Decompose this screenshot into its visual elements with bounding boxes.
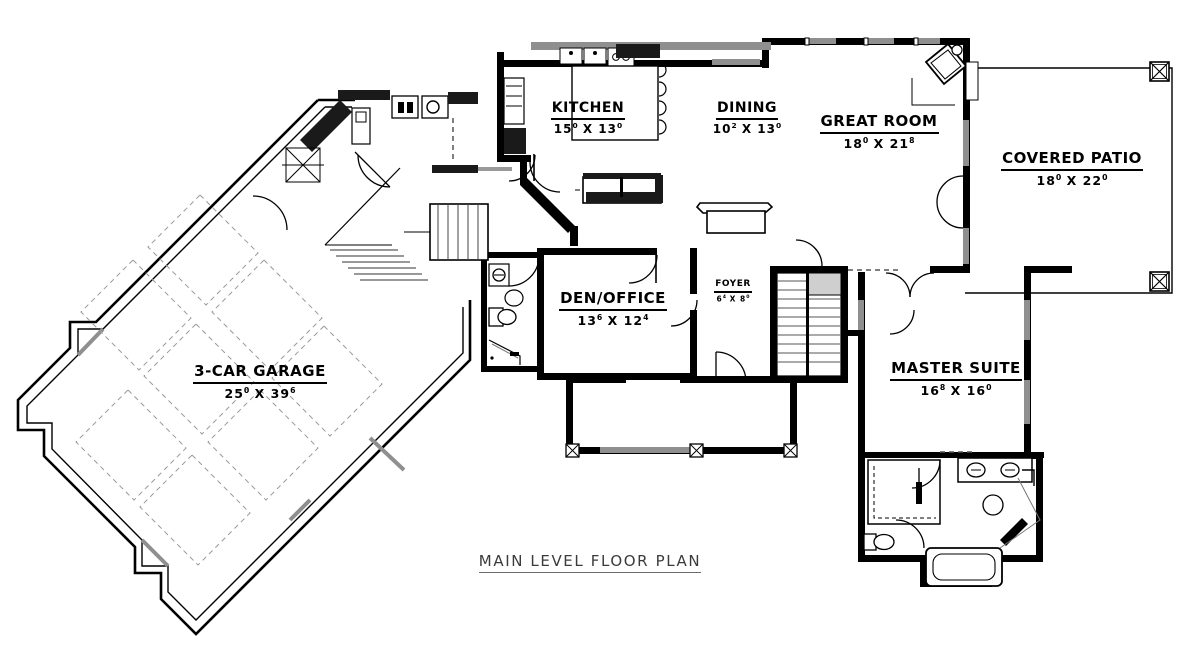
plan-title: MAIN LEVEL FLOOR PLAN (0, 552, 1180, 573)
room-name-covered-patio: COVERED PATIO (1001, 149, 1143, 171)
laundry-appliances (282, 90, 512, 183)
room-name-great-room: GREAT ROOM (819, 112, 939, 134)
garage-door-openings (76, 327, 406, 568)
dashed-opening-lines (452, 118, 975, 453)
powder-room-fixtures (488, 263, 524, 365)
plan-title-text: MAIN LEVEL FLOOR PLAN (478, 552, 702, 573)
patio-post-ne-icon (1149, 61, 1170, 82)
room-label-foyer: FOYER 64 X 80 (698, 272, 768, 304)
room-label-covered-patio: COVERED PATIO 180 X 220 (972, 149, 1172, 189)
corner-fireplace-icon (911, 42, 968, 106)
door-swings (252, 151, 964, 549)
room-dim-foyer: 64 X 80 (716, 294, 750, 304)
porch-posts (565, 443, 798, 458)
room-name-den-office: DEN/OFFICE (559, 289, 667, 311)
covered-patio-outline (965, 67, 1173, 294)
garage-stair-run (429, 203, 489, 261)
room-name-foyer: FOYER (714, 279, 752, 293)
room-dim-garage: 250 X 396 (224, 385, 296, 401)
room-name-kitchen: KITCHEN (550, 100, 626, 120)
room-label-dining: DINING 102 X 130 (677, 98, 817, 136)
master-bath-fixtures (863, 457, 1041, 587)
window-frames (804, 37, 979, 101)
room-dim-dining: 102 X 130 (712, 120, 782, 136)
kitchen-casework (503, 42, 771, 154)
room-name-master-suite: MASTER SUITE (890, 359, 1022, 381)
room-dim-great-room: 180 X 218 (843, 135, 915, 151)
room-label-great-room: GREAT ROOM 180 X 218 (789, 112, 969, 152)
room-dim-master-suite: 168 X 160 (920, 382, 992, 398)
garage-entry-steps (324, 167, 470, 281)
window-openings (600, 38, 1030, 453)
sofa-icon (582, 173, 663, 204)
room-dim-den-office: 136 X 124 (577, 312, 649, 328)
loveseat-icon (695, 202, 774, 234)
room-dim-covered-patio: 180 X 220 (1036, 172, 1108, 188)
patio-post-se-icon (1149, 271, 1170, 292)
garage-car-bays (75, 194, 383, 566)
room-label-kitchen: KITCHEN 150 X 130 (518, 98, 658, 136)
angled-interior-wall (520, 178, 578, 246)
room-dim-kitchen: 150 X 130 (553, 120, 623, 136)
room-label-master-suite: MASTER SUITE 168 X 160 (866, 359, 1046, 399)
room-label-den-office: DEN/OFFICE 136 X 124 (533, 289, 693, 329)
room-label-garage: 3-CAR GARAGE 250 X 396 (170, 362, 350, 402)
room-name-dining: DINING (716, 100, 778, 120)
room-name-garage: 3-CAR GARAGE (193, 362, 327, 384)
main-staircase (776, 272, 842, 377)
